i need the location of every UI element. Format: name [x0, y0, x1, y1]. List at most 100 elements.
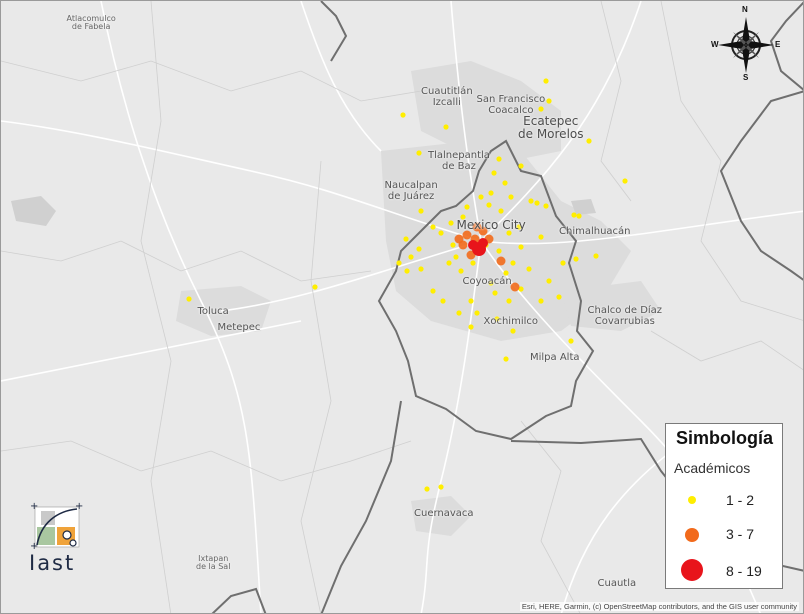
academic-point-small — [576, 213, 582, 219]
academic-point-small — [534, 200, 540, 206]
iast-logo-icon: + + + — [30, 501, 83, 551]
academic-point-small — [438, 230, 444, 236]
place-label-coyoacan: Coyoacán — [462, 276, 512, 287]
academic-point-small — [538, 234, 544, 240]
academic-point-small — [450, 242, 456, 248]
state-boundaries — [211, 1, 803, 613]
academic-point-small — [506, 230, 512, 236]
legend-symbol-small-icon — [688, 496, 696, 504]
academic-point-small — [510, 328, 516, 334]
urban-areas — [176, 61, 661, 536]
academic-point-small — [488, 190, 494, 196]
academic-point-small — [430, 288, 436, 294]
legend-title: Simbología — [676, 428, 774, 448]
water-bodies — [11, 196, 596, 226]
academic-point-medium — [454, 234, 464, 244]
academic-point-small — [468, 324, 474, 330]
academic-point-small — [518, 286, 524, 292]
academic-point-small — [508, 194, 514, 200]
map-legend: Simbología Académicos 1 - 2 3 - 7 8 - 19 — [665, 423, 783, 589]
academic-point-small — [470, 260, 476, 266]
academic-point-small — [502, 180, 508, 186]
academic-point-small — [443, 124, 449, 130]
academic-point-small — [404, 268, 410, 274]
academic-point-small — [408, 254, 414, 260]
academic-point-small — [510, 260, 516, 266]
academic-point-small — [312, 284, 318, 290]
academic-point-large — [478, 238, 488, 248]
academic-point-small — [474, 310, 480, 316]
legend-symbol-medium-icon — [685, 528, 699, 542]
academic-point-small — [486, 202, 492, 208]
academic-point-small — [496, 156, 502, 162]
legend-class-1: 1 - 2 — [666, 488, 784, 514]
academic-point-small — [492, 290, 498, 296]
academic-point-small — [424, 486, 430, 492]
academic-point-small — [518, 244, 524, 250]
academic-point-small — [488, 280, 494, 286]
compass-w: W — [711, 40, 719, 49]
academic-point-small — [573, 256, 579, 262]
academic-point-small — [543, 203, 549, 209]
academic-point-small — [498, 208, 504, 214]
map-attribution: Esri, HERE, Garmin, (c) OpenStreetMap co… — [519, 602, 799, 611]
logo-text: Iast — [29, 551, 76, 575]
academic-point-small — [518, 163, 524, 169]
academic-point-small — [468, 298, 474, 304]
compass-n: N — [742, 5, 748, 14]
academic-point-small — [446, 260, 452, 266]
academic-point-small — [418, 266, 424, 272]
academic-point-small — [528, 198, 534, 204]
iast-logo: + + + Iast — [27, 499, 85, 579]
place-label-mexico-city: Mexico City — [456, 218, 526, 232]
academic-point-small — [543, 78, 549, 84]
academic-point-small — [396, 260, 402, 266]
svg-text:+: + — [30, 501, 38, 512]
academic-point-small — [440, 298, 446, 304]
academic-point-small — [456, 310, 462, 316]
academic-point-large — [468, 240, 478, 250]
academic-point-medium — [496, 256, 506, 266]
academic-point-small — [526, 266, 532, 272]
academic-point-small — [503, 270, 509, 276]
compass-rose-icon — [718, 17, 774, 73]
legend-label-1: 1 - 2 — [726, 492, 755, 508]
legend-label-3: 8 - 19 — [726, 563, 762, 579]
academic-point-small — [186, 296, 192, 302]
academic-point-small — [418, 208, 424, 214]
place-label-atlacomulco: Atlacomulco de Fabela — [66, 14, 116, 32]
academic-point-small — [403, 236, 409, 242]
academic-point-small — [516, 224, 522, 230]
compass-e: E — [775, 40, 781, 49]
academic-point-small — [416, 150, 422, 156]
place-label-metepec: Metepec — [217, 322, 261, 333]
academic-point-small — [464, 204, 470, 210]
academic-point-small — [494, 316, 500, 322]
academic-point-small — [546, 98, 552, 104]
legend-class-3: 8 - 19 — [666, 556, 784, 582]
legend-label-2: 3 - 7 — [726, 526, 755, 542]
svg-text:+: + — [30, 541, 38, 551]
academic-point-small — [416, 246, 422, 252]
legend-symbol-large-icon — [681, 559, 703, 581]
place-label-tlalnepantla: Tlalnepantla de Baz — [428, 150, 490, 172]
academic-point-small — [546, 278, 552, 284]
place-label-xochimilco: Xochimilco — [483, 316, 539, 327]
academic-point-medium — [510, 282, 520, 292]
place-label-toluca: Toluca — [197, 306, 229, 317]
academic-point-small — [460, 214, 466, 220]
academic-point-small — [593, 253, 599, 259]
place-label-naucalpan: Naucalpan de Juárez — [384, 180, 438, 202]
north-arrow: N S W E — [711, 5, 781, 82]
place-label-cuautitlan-izcalli: Cuautitlán Izcalli — [421, 86, 473, 108]
academic-point-medium — [462, 230, 472, 240]
svg-text:+: + — [75, 501, 83, 512]
place-label-milpa-alta: Milpa Alta — [530, 352, 580, 363]
academic-point-small — [568, 338, 574, 344]
compass-s: S — [743, 73, 749, 82]
academic-point-small — [400, 112, 406, 118]
academic-point-small — [430, 224, 436, 230]
